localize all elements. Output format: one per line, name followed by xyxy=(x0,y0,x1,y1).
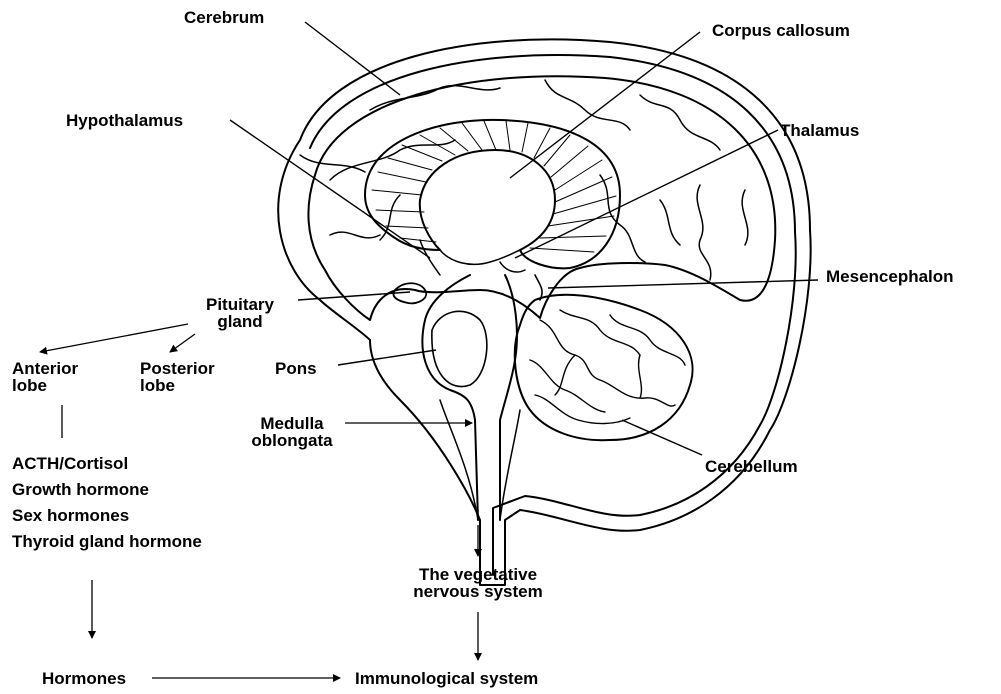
cerebellum-folia xyxy=(530,310,685,424)
label-pons: Pons xyxy=(275,360,317,377)
label-posterior-line2: lobe xyxy=(140,376,175,395)
pointer-corpus-callosum xyxy=(510,32,700,178)
label-hypothalamus: Hypothalamus xyxy=(66,112,183,129)
hormone-list-item: ACTH/Cortisol xyxy=(12,451,202,477)
pointer-pons xyxy=(338,350,436,365)
hormone-list-item: Growth hormone xyxy=(12,477,202,503)
label-anterior-lobe: Anterior lobe xyxy=(12,360,78,394)
label-medulla-oblongata: Medulla oblongata xyxy=(242,415,342,449)
label-pituitary-gland: Pituitary gland xyxy=(190,296,290,330)
label-hormones: Hormones xyxy=(42,670,126,687)
label-immunological-system: Immunological system xyxy=(355,670,538,687)
label-corpus-callosum: Corpus callosum xyxy=(712,22,850,39)
label-medulla-line2: oblongata xyxy=(251,431,332,450)
corpus-callosum-hatching xyxy=(372,121,616,252)
hormone-list-item: Sex hormones xyxy=(12,503,202,529)
arrow-pituitary-posterior xyxy=(170,334,195,352)
label-cerebrum: Cerebrum xyxy=(184,9,264,26)
anterior-lobe-hormone-list: ACTH/Cortisol Growth hormone Sex hormone… xyxy=(12,451,202,555)
label-posterior-lobe: Posterior lobe xyxy=(140,360,215,394)
skull-inner-outline xyxy=(310,55,796,575)
arrow-pituitary-anterior xyxy=(40,324,188,352)
label-vegetative-nervous-system: The vegetative nervous system xyxy=(378,566,578,600)
pointer-mesencephalon xyxy=(548,280,818,288)
label-anterior-line2: lobe xyxy=(12,376,47,395)
label-vegetative-line2: nervous system xyxy=(413,582,542,601)
label-thalamus: Thalamus xyxy=(780,122,859,139)
label-mesencephalon: Mesencephalon xyxy=(826,268,954,285)
pointer-cerebrum xyxy=(305,22,400,95)
hormone-list-item: Thyroid gland hormone xyxy=(12,529,202,555)
pons-shape xyxy=(432,311,487,386)
label-pituitary-line2: gland xyxy=(217,312,262,331)
label-cerebellum: Cerebellum xyxy=(705,458,798,475)
